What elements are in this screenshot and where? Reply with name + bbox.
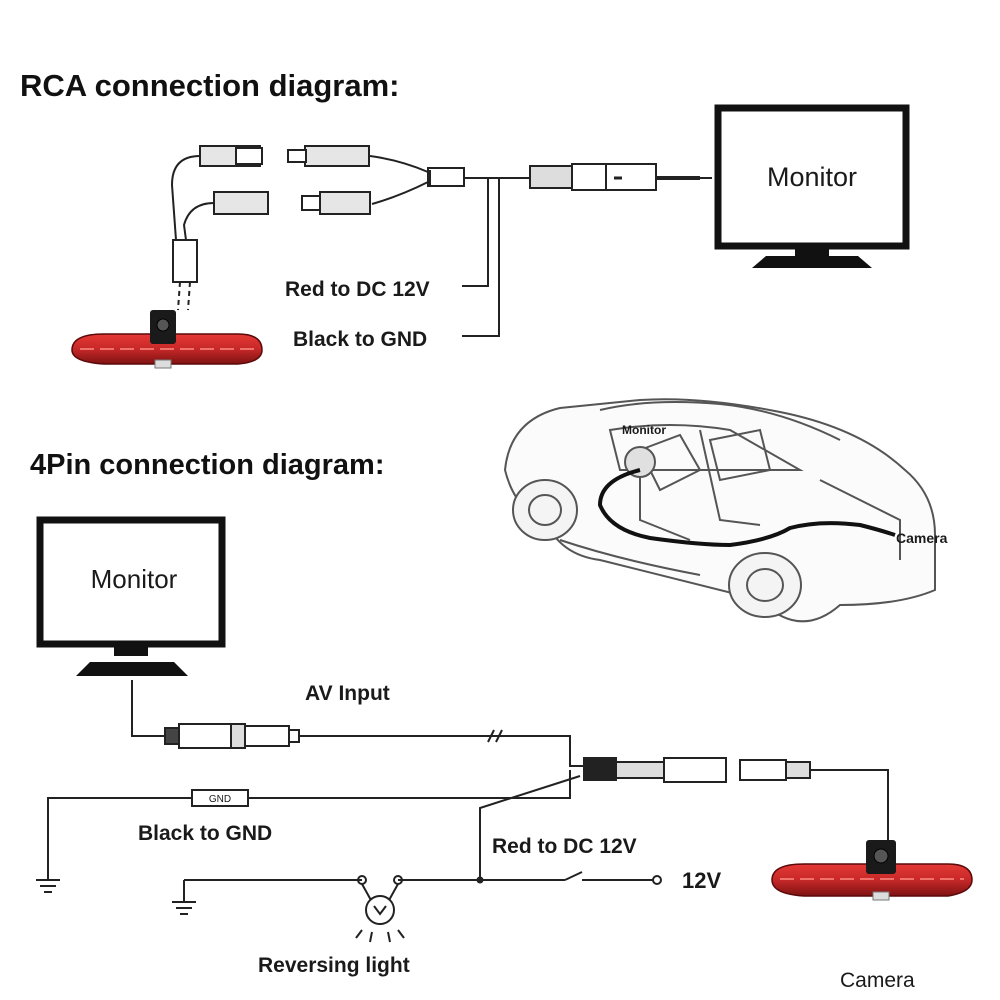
pin4-wiring (36, 680, 889, 943)
pin4-12v-label: 12V (682, 868, 721, 893)
rca-monitor-icon: Monitor (714, 104, 910, 268)
pin4-av-input-label: AV Input (305, 682, 390, 705)
pin4-red-to-dc12v-label: Red to DC 12V (492, 835, 637, 858)
pin4-camera-label: Camera (840, 969, 915, 992)
pin4-gnd-tag: GND (209, 794, 231, 805)
rca-title: RCA connection diagram: (20, 68, 400, 103)
rca-black-to-gnd-label: Black to GND (293, 328, 427, 351)
pin4-monitor-label: Monitor (91, 564, 178, 594)
car-cable-route (597, 468, 896, 548)
rca-red-to-dc12v-label: Red to DC 12V (285, 278, 430, 301)
car-camera-label: Camera (896, 530, 948, 546)
pin4-camera-brake-light-icon (771, 840, 973, 901)
rca-camera-brake-light-icon (71, 310, 263, 369)
car-illustration (503, 398, 936, 623)
car-monitor-label: Monitor (622, 423, 666, 437)
rca-cable-harness (170, 145, 712, 337)
pin4-black-to-gnd-label: Black to GND (138, 822, 272, 845)
pin4-reversing-light-label: Reversing light (258, 954, 410, 977)
pin4-title: 4Pin connection diagram: (30, 449, 385, 481)
rca-monitor-label: Monitor (767, 162, 857, 192)
pin4-monitor-icon: Monitor (36, 516, 226, 676)
